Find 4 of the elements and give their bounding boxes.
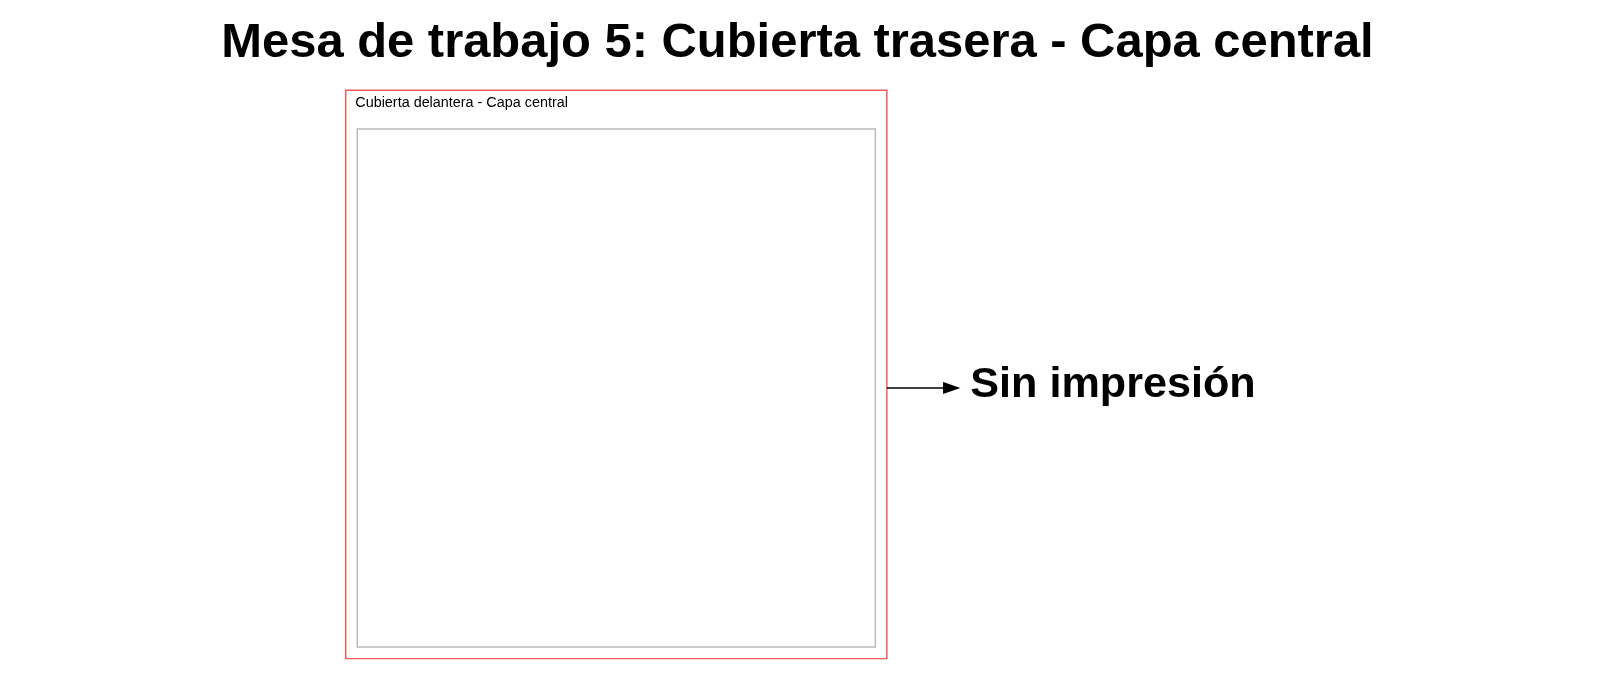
- node-text: Sin impresión: [969, 358, 1256, 407]
- arrow: [885, 382, 960, 395]
- diagram-title: Mesa de trabajo 5: Cubierta trasera - Capa central: [220, 13, 1374, 68]
- cluster: Cubierta delantera - Capa central: [344, 89, 888, 660]
